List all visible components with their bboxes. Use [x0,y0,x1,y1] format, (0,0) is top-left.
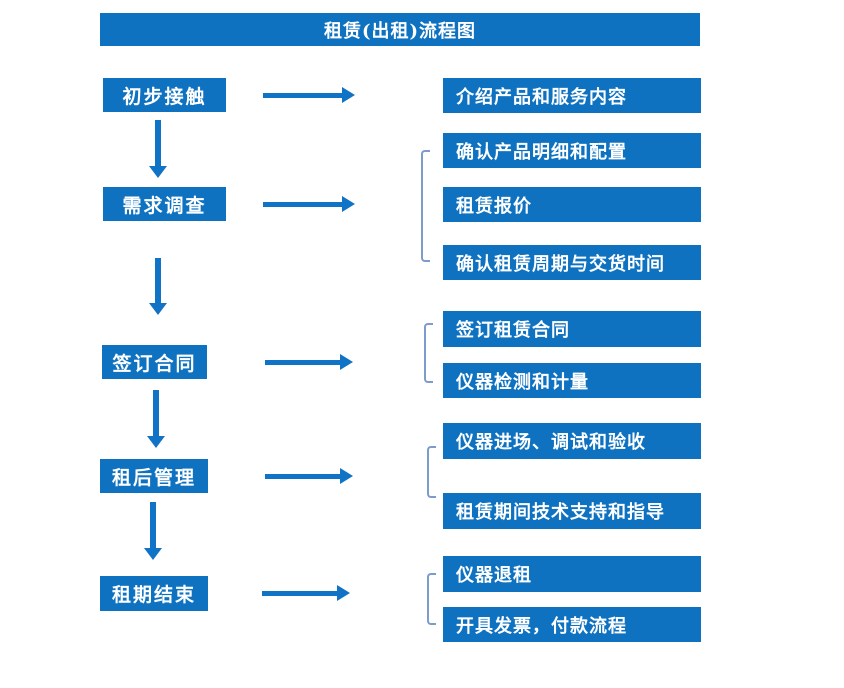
output-box-instrument-entry-acceptance: 仪器进场、调试和验收 [443,423,701,459]
arrow-shaft [153,390,159,436]
arrow-shaft [155,258,161,303]
output-box-sign-rental-contract: 签订租赁合同 [443,311,701,347]
arrow-head [149,166,167,178]
output-box-introduce-products-services: 介绍产品和服务内容 [443,78,701,113]
group-bracket [421,150,430,262]
arrow-shaft [263,92,342,98]
step-box-demand-survey: 需求调查 [103,187,226,221]
arrow-shaft [263,201,342,207]
step-box-initial-contact: 初步接触 [103,78,226,112]
arrow-shaft [155,120,161,166]
output-box-confirm-product-details: 确认产品明细和配置 [443,133,701,168]
group-bracket [427,573,436,625]
group-bracket [427,446,436,498]
right-arrow-icon [263,87,355,103]
down-arrow-icon [149,258,167,315]
right-arrow-icon [263,196,355,212]
output-box-confirm-rental-period: 确认租赁周期与交货时间 [443,245,701,280]
step-box-sign-contract: 签订合同 [102,345,207,379]
down-arrow-icon [147,390,165,448]
right-arrow-icon [262,585,350,601]
arrow-head [337,585,350,601]
down-arrow-icon [144,502,162,560]
arrow-shaft [265,359,340,365]
step-box-lease-end: 租期结束 [100,576,208,611]
right-arrow-icon [265,354,353,370]
arrow-shaft [265,473,340,479]
arrow-head [340,468,353,484]
output-box-instrument-return: 仪器退租 [443,556,701,592]
output-box-tech-support: 租赁期间技术支持和指导 [443,493,701,529]
arrow-head [342,196,355,212]
flow-title: 租赁(出租)流程图 [100,13,700,46]
arrow-head [147,436,165,448]
output-box-rental-quote: 租赁报价 [443,187,701,222]
step-box-post-rental-management: 租后管理 [100,459,208,493]
arrow-shaft [150,502,156,548]
group-bracket [424,323,433,383]
right-arrow-icon [265,468,353,484]
arrow-head [342,87,355,103]
output-box-instrument-inspection: 仪器检测和计量 [443,363,701,398]
arrow-shaft [262,590,337,596]
arrow-head [144,548,162,560]
down-arrow-icon [149,120,167,178]
arrow-head [149,303,167,315]
arrow-head [340,354,353,370]
output-box-invoice-payment: 开具发票，付款流程 [443,607,701,642]
